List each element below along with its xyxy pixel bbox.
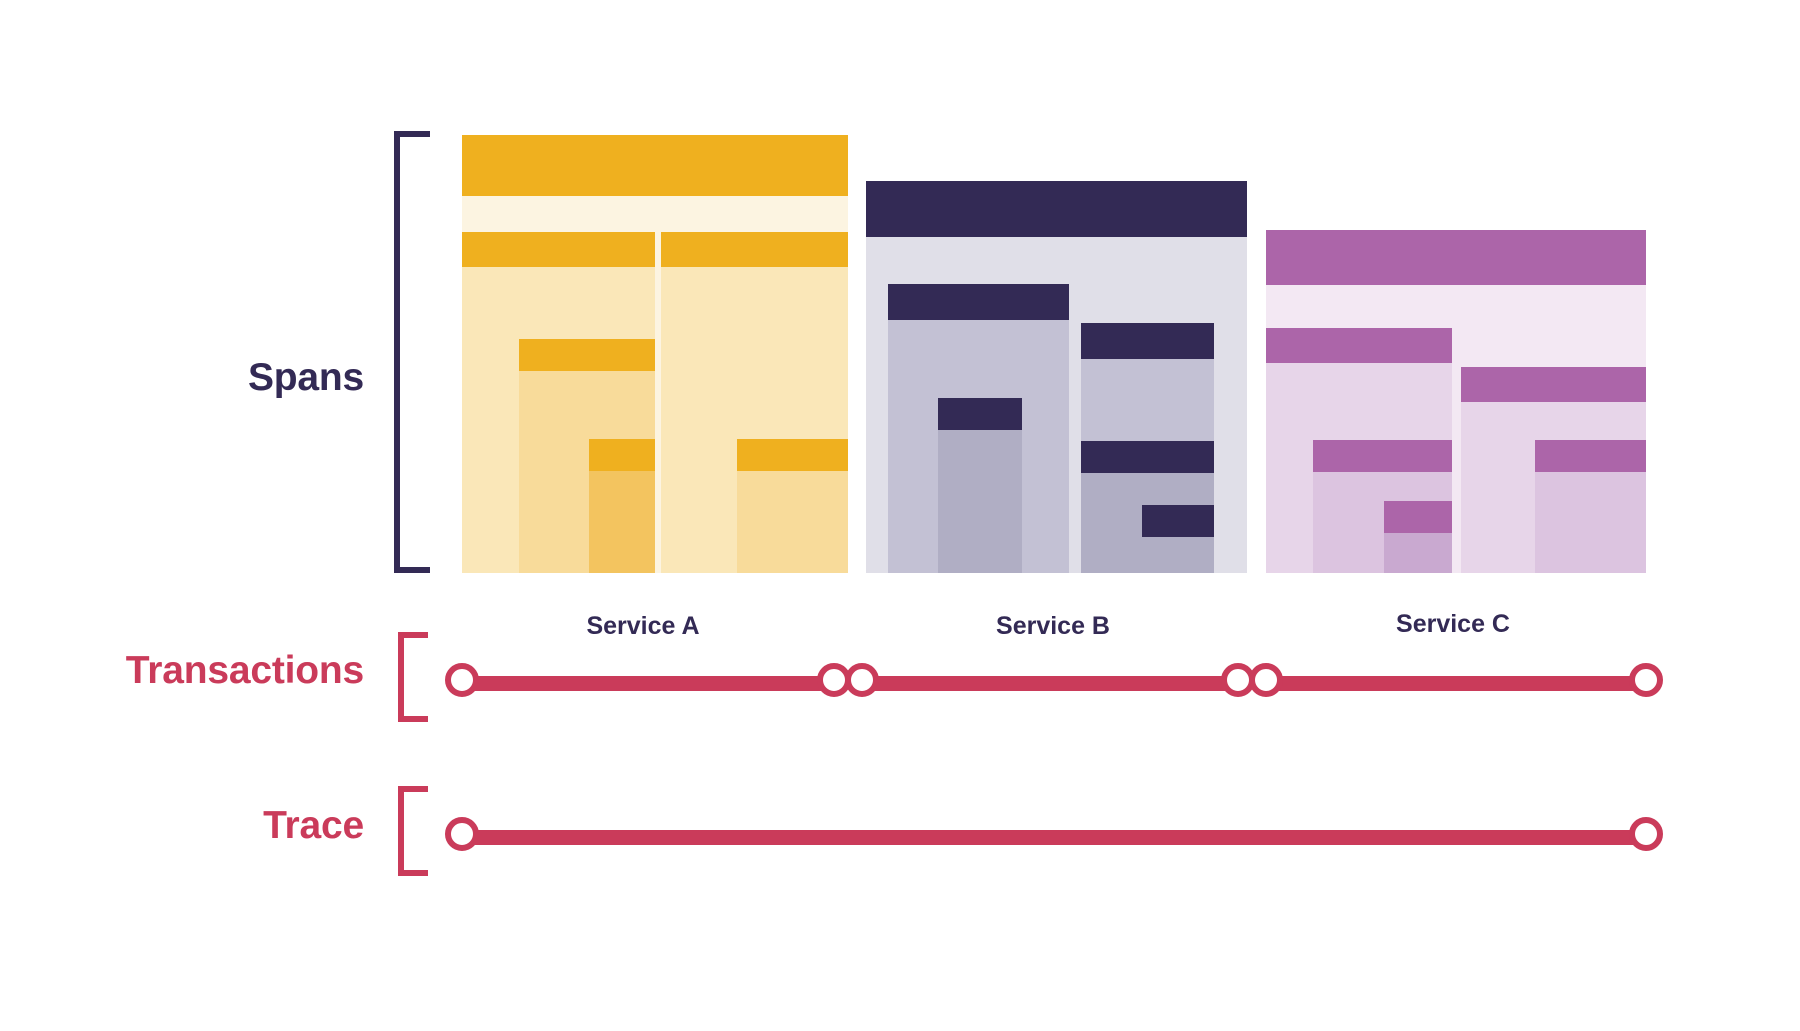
span-header-bar: [462, 232, 655, 267]
span-bar-grandchild-2[interactable]: [1535, 440, 1646, 573]
span-bar-root-span[interactable]: [1266, 230, 1646, 285]
span-header-bar: [1535, 440, 1646, 472]
span-header-bar: [1081, 323, 1214, 359]
span-group-service-a: [462, 135, 848, 573]
span-bar-grandchild-3[interactable]: [1142, 505, 1214, 573]
transaction-node-3-end[interactable]: [1629, 663, 1663, 697]
span-header-bar: [866, 181, 1247, 237]
trace-timeline: [0, 817, 1800, 857]
service-caption-3: Service C: [1396, 610, 1510, 638]
service-caption-2: Service B: [996, 612, 1110, 640]
span-bar-root-span[interactable]: [462, 135, 848, 196]
transaction-line-3[interactable]: [1266, 676, 1646, 691]
trace-node-1-end[interactable]: [1629, 817, 1663, 851]
bracket-trace: [398, 786, 428, 876]
transaction-node-2-start[interactable]: [845, 663, 879, 697]
span-group-service-b: [866, 181, 1247, 573]
span-group-service-c: [1266, 230, 1646, 573]
span-header-bar: [519, 339, 655, 371]
trace-line-1[interactable]: [462, 830, 1646, 845]
span-header-bar: [1384, 501, 1452, 533]
span-header-bar: [1081, 441, 1214, 473]
span-header-bar: [737, 439, 848, 471]
transactions-timeline: [0, 663, 1800, 703]
span-bar-grandchild-1[interactable]: [938, 398, 1022, 573]
span-header-bar: [1266, 230, 1646, 285]
span-header-bar: [1461, 367, 1646, 402]
service-caption-1: Service A: [586, 612, 700, 640]
span-header-bar: [462, 135, 848, 196]
row-label-spans: Spans: [247, 356, 364, 399]
transaction-node-1-start[interactable]: [445, 663, 479, 697]
span-bar-root-span[interactable]: [866, 181, 1247, 237]
span-header-bar: [888, 284, 1069, 320]
span-header-bar: [1266, 328, 1452, 363]
span-header-bar: [1313, 440, 1452, 472]
span-bar-grandchild-2[interactable]: [589, 439, 655, 573]
bracket-transactions: [398, 632, 428, 722]
transaction-line-2[interactable]: [862, 676, 1238, 691]
span-header-bar: [661, 232, 848, 267]
row-label-transactions: Transactions: [125, 649, 364, 692]
span-header-bar: [938, 398, 1022, 430]
transaction-node-3-start[interactable]: [1249, 663, 1283, 697]
span-bar-grandchild-3[interactable]: [737, 439, 848, 573]
bracket-spans: [394, 131, 430, 573]
row-label-trace: Trace: [263, 804, 364, 847]
trace-node-1-start[interactable]: [445, 817, 479, 851]
span-header-bar: [589, 439, 655, 471]
span-bar-grandchild-3[interactable]: [1384, 501, 1452, 573]
spans-area: [462, 135, 1646, 573]
transaction-line-1[interactable]: [462, 676, 834, 691]
span-header-bar: [1142, 505, 1214, 537]
